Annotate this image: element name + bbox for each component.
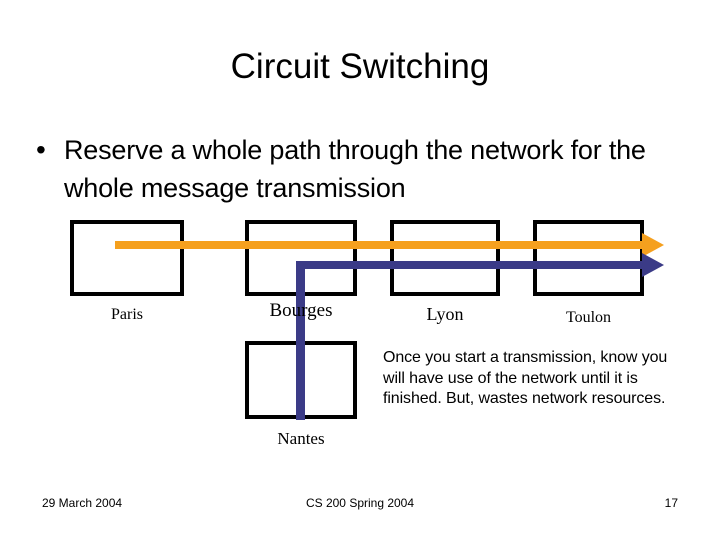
node-label-nantes: Nantes: [277, 429, 325, 448]
blue-route-vertical-line: [296, 262, 305, 420]
node-box-toulon: [533, 220, 644, 296]
node-box-paris: [70, 220, 184, 296]
orange-route-line: [115, 241, 650, 249]
blue-route-horizontal-line: [296, 261, 650, 269]
footer-date: 29 March 2004: [42, 496, 123, 510]
orange-route-arrowhead: [642, 233, 664, 257]
node-label-paris: Paris: [111, 306, 143, 323]
node-label-lyon: Lyon: [426, 304, 464, 324]
footer-page-number: 17: [664, 496, 678, 510]
footer-course: CS 200 Spring 2004: [305, 496, 415, 510]
slide-title: Circuit Switching: [230, 47, 490, 86]
node-label-toulon: Toulon: [565, 309, 612, 326]
node-label-bourges: Bourges: [269, 300, 333, 321]
explanation-note: Once you start a transmission, know you …: [383, 349, 668, 407]
bullet-marker: •: [36, 134, 46, 165]
bullet-list: • Reserve a whole path through the netwo…: [30, 131, 690, 207]
blue-route-arrowhead: [642, 253, 664, 277]
bullet-item-text: Reserve a whole path through the network…: [64, 135, 646, 203]
node-box-lyon: [390, 220, 500, 296]
